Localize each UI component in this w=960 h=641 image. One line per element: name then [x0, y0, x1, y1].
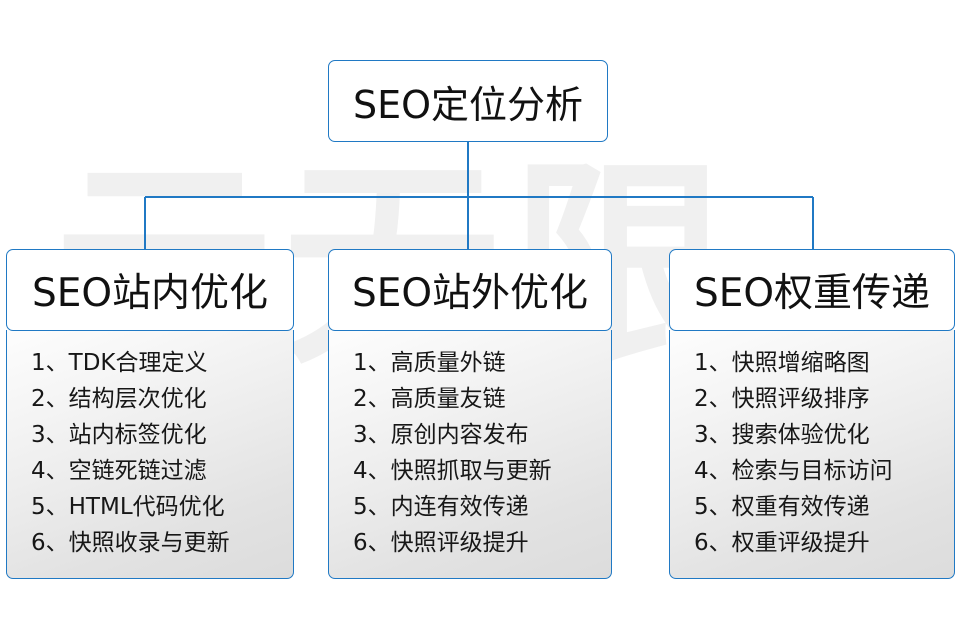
column-header-label: SEO站内优化 [31, 271, 269, 316]
list-item-text: 原创内容发布 [390, 422, 529, 448]
list-item[interactable]: 1、 TDK合理定义 [31, 345, 293, 381]
list-item-index: 5、 [694, 494, 732, 520]
list-item-index: 6、 [31, 530, 69, 556]
item-list: 1、 快照增缩略图 2、 快照评级排序 3、 搜索体验优化 4、 检索与目标访问… [670, 345, 954, 561]
list-item-text: 快照抓取与更新 [390, 458, 552, 484]
list-item-text: 检索与目标访问 [731, 458, 893, 484]
list-item-text: 快照评级排序 [731, 386, 870, 412]
list-item-text: TDK合理定义 [68, 350, 208, 376]
column-header-seo-offsite[interactable]: SEO站外优化 [328, 249, 612, 331]
column-header-label: SEO权重传递 [693, 271, 931, 316]
column-header-seo-weight[interactable]: SEO权重传递 [669, 249, 955, 331]
list-item[interactable]: 4、 检索与目标访问 [694, 453, 954, 489]
list-item-index: 4、 [353, 458, 391, 484]
column-header-seo-onsite[interactable]: SEO站内优化 [6, 249, 294, 331]
list-item-index: 2、 [353, 386, 391, 412]
column-body-seo-offsite: 1、 高质量外链 2、 高质量友链 3、 原创内容发布 4、 快照抓取与更新 5… [328, 330, 612, 579]
list-item[interactable]: 3、 搜索体验优化 [694, 417, 954, 453]
list-item-text: 结构层次优化 [68, 386, 207, 412]
list-item-index: 3、 [694, 422, 732, 448]
list-item-index: 3、 [353, 422, 391, 448]
list-item-text: 快照评级提升 [390, 530, 529, 556]
list-item[interactable]: 2、 结构层次优化 [31, 381, 293, 417]
list-item[interactable]: 5、 权重有效传递 [694, 489, 954, 525]
list-item[interactable]: 1、 高质量外链 [353, 345, 611, 381]
list-item-index: 1、 [694, 350, 732, 376]
list-item-text: 快照收录与更新 [68, 530, 230, 556]
list-item-text: 快照增缩略图 [731, 350, 870, 376]
list-item-text: 高质量外链 [390, 350, 506, 376]
list-item[interactable]: 6、 快照评级提升 [353, 525, 611, 561]
column-body-seo-onsite: 1、 TDK合理定义 2、 结构层次优化 3、 站内标签优化 4、 空链死链过滤… [6, 330, 294, 579]
list-item[interactable]: 6、 权重评级提升 [694, 525, 954, 561]
item-list: 1、 TDK合理定义 2、 结构层次优化 3、 站内标签优化 4、 空链死链过滤… [7, 345, 293, 561]
list-item-index: 5、 [353, 494, 391, 520]
list-item-index: 6、 [353, 530, 391, 556]
list-item[interactable]: 6、 快照收录与更新 [31, 525, 293, 561]
list-item-text: 内连有效传递 [390, 494, 529, 520]
list-item[interactable]: 3、 原创内容发布 [353, 417, 611, 453]
list-item[interactable]: 4、 快照抓取与更新 [353, 453, 611, 489]
list-item-index: 3、 [31, 422, 69, 448]
list-item-index: 1、 [353, 350, 391, 376]
item-list: 1、 高质量外链 2、 高质量友链 3、 原创内容发布 4、 快照抓取与更新 5… [329, 345, 611, 561]
list-item-text: 权重评级提升 [731, 530, 870, 556]
list-item-index: 5、 [31, 494, 69, 520]
list-item[interactable]: 5、 内连有效传递 [353, 489, 611, 525]
list-item[interactable]: 3、 站内标签优化 [31, 417, 293, 453]
root-node-label: SEO定位分析 [352, 82, 584, 127]
list-item[interactable]: 5、 HTML代码优化 [31, 489, 293, 525]
list-item-text: HTML代码优化 [68, 494, 225, 520]
list-item-text: 高质量友链 [390, 386, 506, 412]
root-node[interactable]: SEO定位分析 [328, 60, 608, 142]
list-item-index: 2、 [694, 386, 732, 412]
list-item-text: 权重有效传递 [731, 494, 870, 520]
list-item[interactable]: 1、 快照增缩略图 [694, 345, 954, 381]
list-item-text: 站内标签优化 [68, 422, 207, 448]
column-header-label: SEO站外优化 [351, 271, 589, 316]
list-item[interactable]: 2、 快照评级排序 [694, 381, 954, 417]
list-item-text: 空链死链过滤 [68, 458, 207, 484]
list-item-index: 2、 [31, 386, 69, 412]
list-item-index: 6、 [694, 530, 732, 556]
column-body-seo-weight: 1、 快照增缩略图 2、 快照评级排序 3、 搜索体验优化 4、 检索与目标访问… [669, 330, 955, 579]
list-item[interactable]: 2、 高质量友链 [353, 381, 611, 417]
list-item-index: 4、 [31, 458, 69, 484]
list-item-text: 搜索体验优化 [731, 422, 870, 448]
list-item-index: 4、 [694, 458, 732, 484]
list-item[interactable]: 4、 空链死链过滤 [31, 453, 293, 489]
list-item-index: 1、 [31, 350, 69, 376]
